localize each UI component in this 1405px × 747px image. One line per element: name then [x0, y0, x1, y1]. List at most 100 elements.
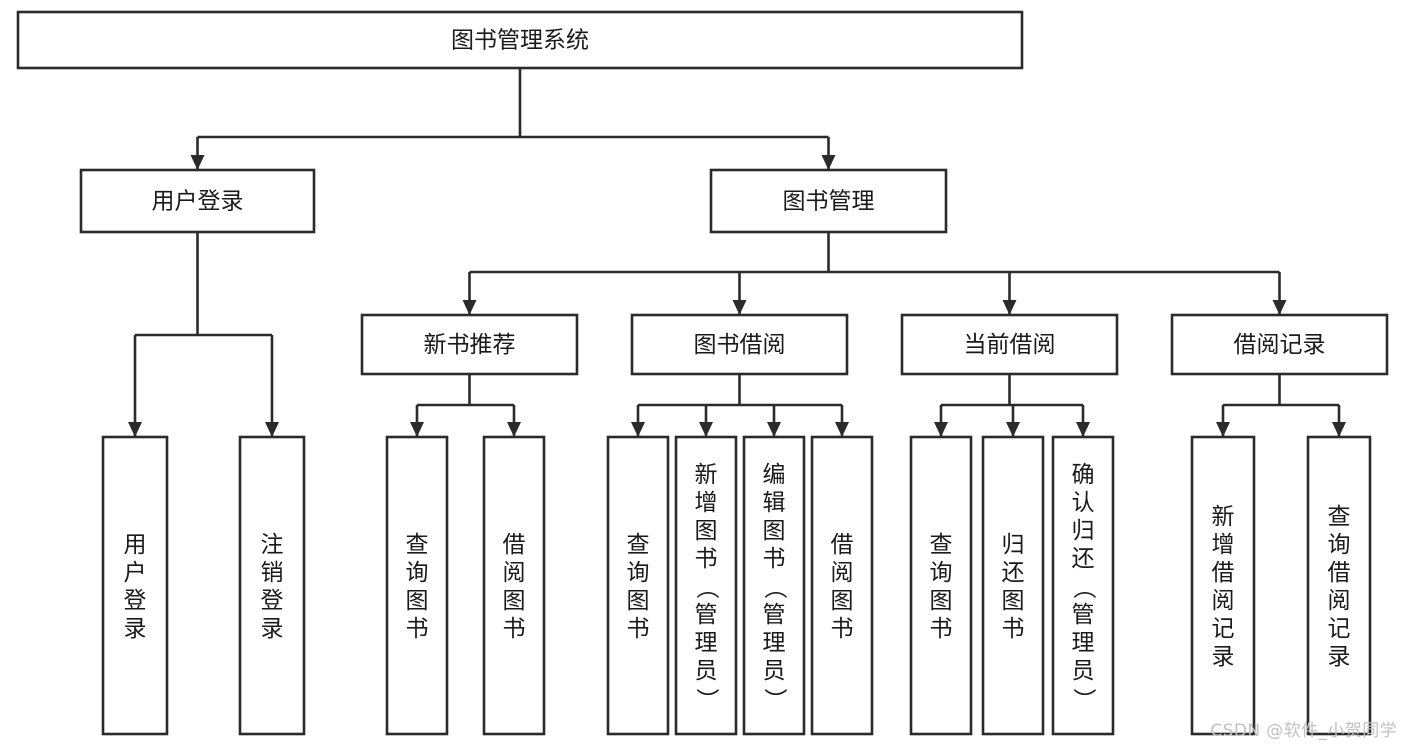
node-label-borrow-records: 借阅记录	[1234, 332, 1326, 358]
svg-text:询: 询	[627, 560, 650, 586]
svg-text:书: 书	[406, 616, 429, 642]
svg-text:查: 查	[930, 532, 953, 558]
svg-text:询: 询	[1328, 532, 1351, 558]
svg-text:理: 理	[695, 630, 718, 656]
svg-text:书: 书	[695, 546, 718, 572]
svg-text:阅: 阅	[1212, 588, 1235, 614]
connector-group-book-management	[462, 232, 1287, 315]
arrow-head-icon	[190, 155, 205, 170]
node-box-records-query	[1306, 435, 1372, 736]
node-box-borrow-add-book	[674, 435, 738, 736]
arrow-head-icon	[732, 300, 747, 315]
svg-text:记: 记	[1212, 616, 1235, 642]
svg-text:管: 管	[763, 602, 786, 628]
arrow-head-icon	[699, 422, 713, 437]
node-box-borrow-query-book	[606, 435, 670, 736]
node-borrow-records[interactable]: 借阅记录	[1170, 313, 1389, 376]
svg-text:查: 查	[627, 532, 650, 558]
svg-text:阅: 阅	[1328, 588, 1351, 614]
node-label-current-borrow: 当前借阅	[964, 332, 1056, 358]
node-label-new-book-recommend: 新书推荐	[424, 332, 516, 358]
node-label-user-login-leaf: 用户登录	[124, 532, 147, 642]
node-book-borrow[interactable]: 图书借阅	[630, 313, 849, 376]
svg-text:图: 图	[1002, 588, 1025, 614]
arrow-head-icon	[462, 300, 477, 315]
arrow-head-icon	[410, 422, 424, 437]
node-root[interactable]: 图书管理系统	[16, 10, 1024, 70]
svg-text:书: 书	[627, 616, 650, 642]
connector-group-new-book-recommend	[410, 374, 521, 437]
node-label-user-login: 用户登录	[152, 189, 244, 215]
svg-text:借: 借	[831, 532, 854, 558]
arrow-head-icon	[128, 422, 142, 437]
node-user-login-leaf[interactable]: 用户登录	[101, 435, 169, 736]
svg-text:图: 图	[406, 588, 429, 614]
svg-text:理: 理	[1072, 630, 1095, 656]
node-box-records-add	[1190, 435, 1256, 736]
svg-text:图: 图	[627, 588, 650, 614]
connector-group-current-borrow	[934, 374, 1090, 437]
svg-text:户: 户	[124, 560, 147, 586]
node-box-book-management	[709, 168, 948, 234]
arrow-head-icon	[1332, 422, 1346, 437]
svg-text:注: 注	[261, 532, 284, 558]
svg-text:阅: 阅	[503, 560, 526, 586]
node-box-current-borrow	[900, 313, 1119, 376]
node-box-new-book-recommend	[360, 313, 579, 376]
svg-text:增: 增	[1212, 532, 1235, 558]
node-box-user-logout-leaf	[238, 435, 306, 736]
svg-text:借: 借	[503, 532, 526, 558]
node-user-login[interactable]: 用户登录	[79, 168, 316, 234]
svg-text:查: 查	[406, 532, 429, 558]
node-label-book-borrow: 图书借阅	[694, 332, 786, 358]
node-label-root: 图书管理系统	[451, 28, 589, 54]
svg-text:新: 新	[1212, 504, 1235, 530]
node-new-book-recommend[interactable]: 新书推荐	[360, 313, 579, 376]
svg-text:图: 图	[763, 518, 786, 544]
arrow-head-icon	[835, 422, 849, 437]
arrow-head-icon	[1006, 422, 1020, 437]
svg-text:图: 图	[503, 588, 526, 614]
svg-text:录: 录	[124, 616, 147, 642]
arrow-head-icon	[1002, 300, 1017, 315]
node-box-borrow-borrow-book	[810, 435, 874, 736]
node-book-management[interactable]: 图书管理	[709, 168, 948, 234]
node-box-current-confirm-return	[1051, 435, 1115, 736]
svg-text:新: 新	[695, 462, 718, 488]
connector-layer	[128, 68, 1346, 437]
svg-text:）: ）	[762, 688, 788, 711]
node-box-root	[16, 10, 1024, 70]
svg-text:书: 书	[763, 546, 786, 572]
svg-text:员: 员	[695, 658, 718, 684]
svg-text:书: 书	[1002, 616, 1025, 642]
svg-text:理: 理	[763, 630, 786, 656]
node-box-current-return-book	[981, 435, 1045, 736]
svg-text:辑: 辑	[763, 490, 786, 516]
arrow-head-icon	[631, 422, 645, 437]
arrow-head-icon	[1272, 300, 1287, 315]
node-box-borrow-edit-book	[742, 435, 806, 736]
svg-text:登: 登	[124, 588, 147, 614]
svg-text:录: 录	[1212, 644, 1235, 670]
node-current-borrow[interactable]: 当前借阅	[900, 313, 1119, 376]
